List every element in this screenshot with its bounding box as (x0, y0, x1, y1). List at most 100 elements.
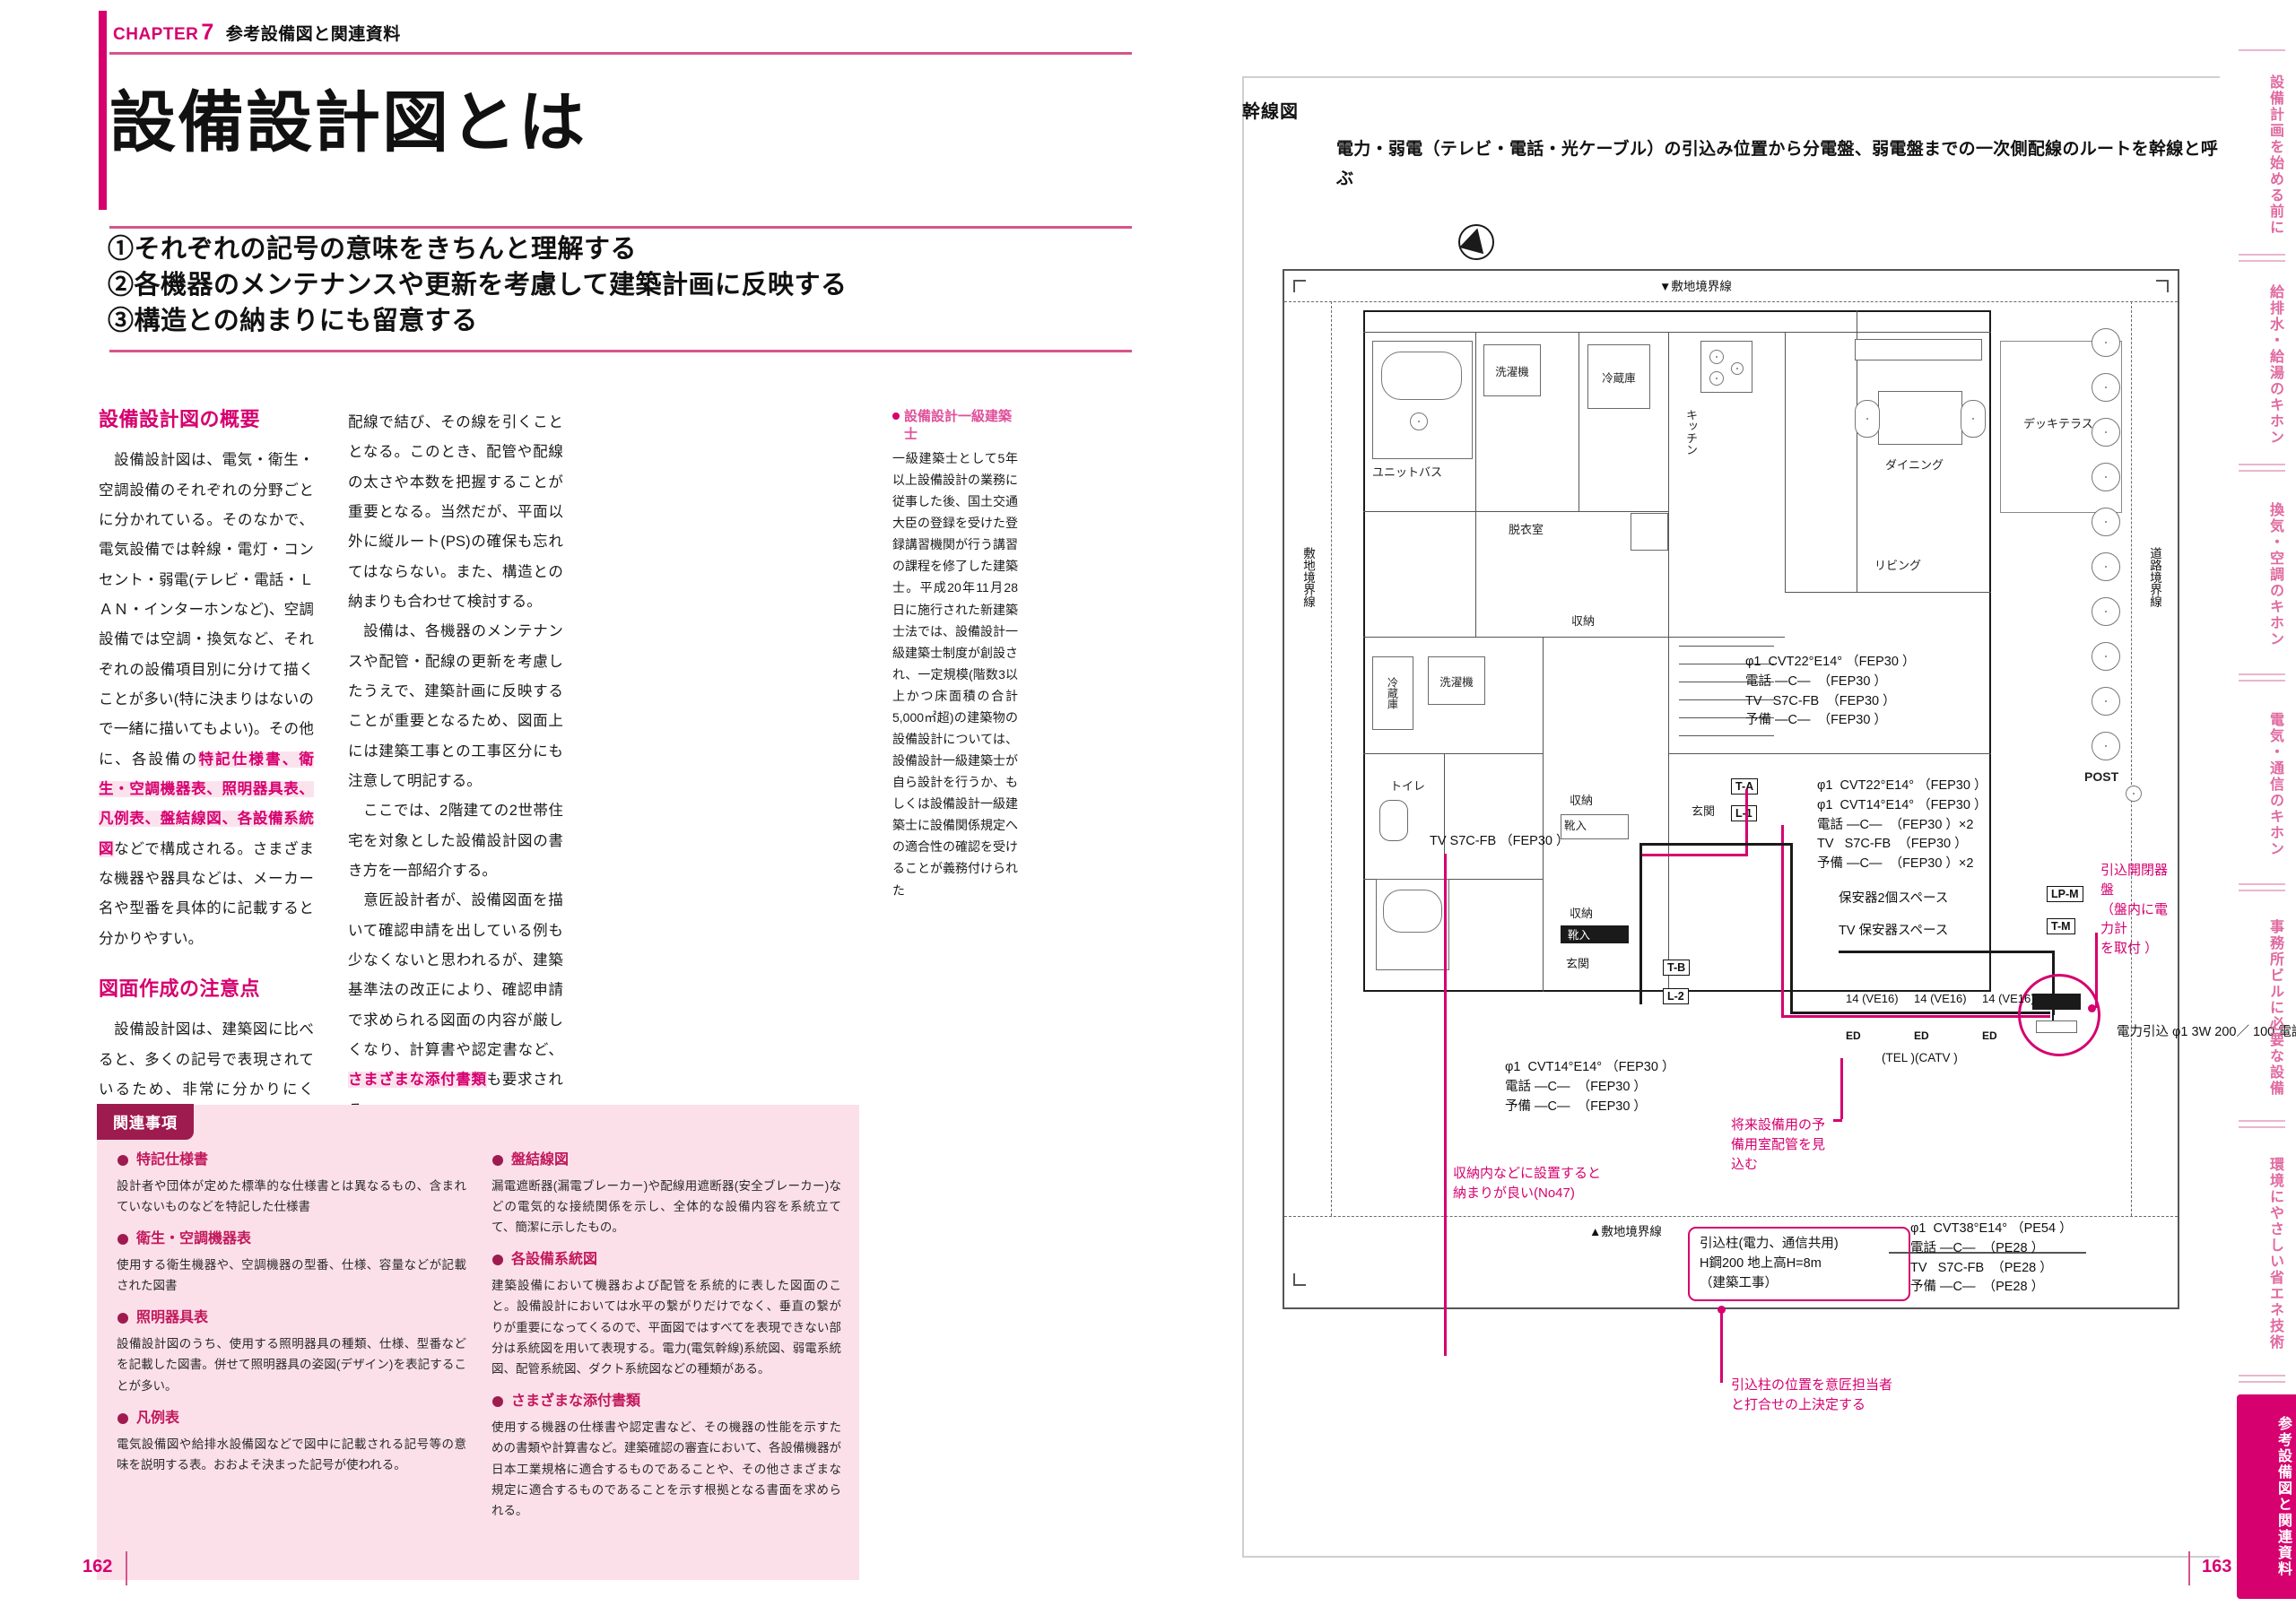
related-item: 各設備系統図 建築設備において機器および配管を系統的に表した図面のこと。設備設計… (491, 1251, 841, 1379)
related-item-text: 使用する機器の仕様書や認定書など、その機器の性能を示すための書類や計算書など。建… (491, 1420, 841, 1518)
related-item-text: 漏電遮断器(漏電ブレーカー)や配線用遮断器(安全ブレーカー)などの電気的な接続関… (491, 1178, 841, 1235)
related-item: 盤結線図 漏電遮断器(漏電ブレーカー)や配線用遮断器(安全ブレーカー)などの電気… (491, 1151, 841, 1238)
tv-cable-label-left: TV S7C-FB （FEP30 ） (1430, 834, 1570, 848)
room-label-washer-2: 洗濯機 (1428, 656, 1485, 705)
related-item: 照明器具表 設備設計図のうち、使用する照明器具の種類、仕様、型番などを記載した図… (117, 1309, 466, 1395)
room-label-entrance-2: 玄関 (1566, 957, 1590, 970)
index-tab-6[interactable]: 環境にやさしい省エネ技術 (2267, 1157, 2283, 1350)
safety-space-1: 保安器2個スペース (1839, 891, 1949, 906)
spec-block-2: φ1 CVT22°E14° （FEP30 ） φ1 CVT14°E14° （FE… (1817, 778, 1987, 871)
note-storage: 収納内などに設置すると 納まりが良い(No47) (1453, 1166, 1602, 1201)
side-note: 設備設計一級建築士 一級建築士として5年以上設備設計の業務に従事した後、国土交通… (892, 408, 1018, 901)
related-item-text: 電気設備図や給排水設備図などで図中に記載される記号等の意味を説明する表。おおよそ… (117, 1437, 466, 1472)
ve-label-3: 14 (VE16) (1982, 992, 2035, 1005)
page-number-rule-right (2188, 1551, 2190, 1585)
room-label-kitchen: キッチン (1684, 409, 1698, 456)
related-items-tag: 関連事項 (97, 1104, 194, 1140)
related-item-heading: 各設備系統図 (491, 1251, 841, 1270)
related-item-heading: 照明器具表 (117, 1309, 466, 1328)
index-tab-4[interactable]: 電気・通信のキホン (2267, 712, 2283, 857)
paragraph-col2-1: 配線で結び、その線を引くこととなる。このとき、配管や配線の太さや本数を把握するこ… (348, 414, 563, 610)
figure-frame (1242, 76, 2222, 1556)
boundary-label-bottom: ▲敷地境界線 (1589, 1225, 1662, 1238)
related-item-text: 建築設備において機器および配管を系統的に表した図面のこと。設備設計においては水平… (491, 1279, 841, 1376)
paragraph-overview: 設備設計図は、電気・衛生・空調設備のそれぞれの分野ごとに分かれている。そのなかで… (99, 446, 314, 954)
page-number-right: 163 (2202, 1557, 2232, 1576)
paragraph-col2-2: 設備は、各機器のメンテナンスや配管・配線の更新を考慮したうえで、建築計画に反映す… (348, 623, 563, 789)
room-label-shoe-in-1: 靴入 (1564, 820, 1587, 832)
room-label-toilet: トイレ (1390, 779, 1426, 793)
tag-lp-m: LP-M (2047, 886, 2083, 902)
page-number-rule-left (126, 1551, 127, 1585)
related-column-left: 特記仕様書 設計者や団体が定めた標準的な仕様書とは異なるもの、含まれていないもの… (117, 1151, 466, 1534)
title-divider-bottom (109, 350, 1132, 352)
post-label: POST (2084, 769, 2119, 784)
related-item-heading: 盤結線図 (491, 1151, 841, 1170)
ve-label-1: 14 (VE16) (1846, 992, 1899, 1005)
index-tab-3[interactable]: 換気・空調のキホン (2267, 502, 2283, 647)
tag-t-a: T-A (1731, 778, 1759, 795)
related-item-heading: 特記仕様書 (117, 1151, 466, 1170)
safety-space-2: TV 保安器スペース (1839, 924, 1949, 938)
ve-label-2: 14 (VE16) (1914, 992, 1967, 1005)
index-tab-2[interactable]: 給排水・給湯のキホン (2267, 284, 2283, 446)
side-note-body: 一級建築士として5年以上設備設計の業務に従事した後、国土交通大臣の登録を受けた登… (892, 451, 1018, 898)
room-label-washer: 洗濯機 (1483, 344, 1541, 396)
room-label-dining: ダイニング (1885, 458, 1944, 472)
chapter-word: CHAPTER (113, 25, 199, 44)
boundary-label-top: ▼敷地境界線 (1659, 280, 1732, 293)
key-point-3: ③構造との納まりにも留意する (108, 307, 478, 336)
room-label-living: リビング (1874, 559, 1922, 572)
overview-text-a: 設備設計図は、電気・衛生・空調設備のそれぞれの分野ごとに分かれている。そのなかで… (99, 452, 314, 768)
title-divider-top (109, 226, 1132, 229)
paragraph-col2-4: 意匠設計者が、設備図面を描いて確認申請を出している例も少なくないと思われるが、建… (348, 886, 563, 1125)
related-items-box: 関連事項 特記仕様書 設計者や団体が定めた標準的な仕様書とは異なるもの、含まれて… (97, 1104, 859, 1580)
note-switchgear: 引込開閉器盤 （盤内に電力計 を取付 ） (2100, 863, 2169, 956)
ground-label-1: ED (1846, 1029, 1861, 1042)
related-item: 衛生・空調機器表 使用する衛生機器や、空調機器の型番、仕様、容量などが記載された… (117, 1230, 466, 1296)
boundary-label-left: 敷地境界線 (1301, 547, 1315, 608)
tag-t-b: T-B (1663, 960, 1691, 976)
page-title: 設備設計図とは (109, 85, 587, 160)
section-heading-notes: 図面作成の注意点 (99, 977, 261, 1000)
figure-label: 幹線図 (1242, 102, 1299, 122)
figure-rule-bottom (1242, 1556, 2220, 1558)
room-label-dressing: 脱衣室 (1509, 523, 1544, 536)
figure-rule-top (1242, 76, 2220, 78)
key-point-1: ①それぞれの記号の意味をきちんと理解する (108, 235, 638, 264)
figure-caption: 電力・弱電（テレビ・電話・光ケーブル）の引込み位置から分電盤、弱電盤までの一次側… (1336, 140, 2219, 189)
related-item-heading: さまざまな添付書類 (491, 1393, 841, 1411)
tag-t-m: T-M (2047, 918, 2075, 934)
floor-plan-drawing: ▼敷地境界線 ▲敷地境界線 敷地境界線 道路境界線 ユニットバス 洗濯機 (1283, 224, 2296, 1412)
key-points-list: ①それぞれの記号の意味をきちんと理解する ②各機器のメンテナンスや更新を考慮して… (108, 231, 1130, 339)
note-intake-post: 引込柱(電力、通信共用) H鋼200 地上高H=8m （建築工事） (1688, 1227, 1910, 1302)
chapter-number: 7 (201, 20, 214, 45)
index-tab-5[interactable]: 事務所ビルに必要な設備 (2267, 919, 2283, 1097)
room-label-entrance-1: 玄関 (1692, 804, 1716, 818)
tag-l-2: L-2 (1663, 988, 1689, 1004)
note-post-decide: 引込柱の位置を意匠担当者 と打合せの上決定する (1731, 1377, 1893, 1412)
col2-highlight-1: さまざまな添付書類 (348, 1072, 487, 1089)
related-item-heading: 衛生・空調機器表 (117, 1230, 466, 1249)
overview-text-b: などで構成される。さまざまな機器や器具などは、メーカー名や型番を具体的に記載する… (99, 840, 314, 947)
chapter-accent-bar (99, 11, 107, 210)
room-label-storage-1: 収納 (1571, 614, 1596, 628)
index-tab-1[interactable]: 設備計画を始める前に (2267, 74, 2283, 236)
related-item-text: 使用する衛生機器や、空調機器の型番、仕様、容量などが記載された図書 (117, 1258, 466, 1293)
room-label-storage-2: 収納 (1570, 794, 1594, 807)
related-item: 凡例表 電気設備図や給排水設備図などで図中に記載される記号等の意味を説明する表。… (117, 1410, 466, 1475)
paragraph-col2-3: ここでは、2階建ての2世帯住宅を対象とした設備設計図の書き方を一部紹介する。 (348, 803, 563, 879)
ground-label-3: ED (1982, 1029, 1997, 1042)
index-tab-active[interactable]: 参考設備図と関連資料 (2237, 1394, 2296, 1599)
spec-block-3: φ1 CVT14°E14° （FEP30 ） 電話 —C— （FEP30 ） 予… (1505, 1060, 1675, 1114)
col2-text-a: 意匠設計者が、設備図面を描いて確認申請を出している例も少なくないと思われるが、建… (348, 892, 563, 1058)
room-label-deck-terrace: デッキテラス (2023, 417, 2093, 430)
room-label-fridge-2: 冷蔵庫 (1372, 656, 1413, 730)
room-label-fridge: 冷蔵庫 (1587, 344, 1650, 409)
related-item: さまざまな添付書類 使用する機器の仕様書や認定書など、その機器の性能を示すための… (491, 1393, 841, 1521)
page-number-left: 162 (83, 1557, 113, 1576)
boundary-label-right: 道路境界線 (2148, 547, 2161, 608)
